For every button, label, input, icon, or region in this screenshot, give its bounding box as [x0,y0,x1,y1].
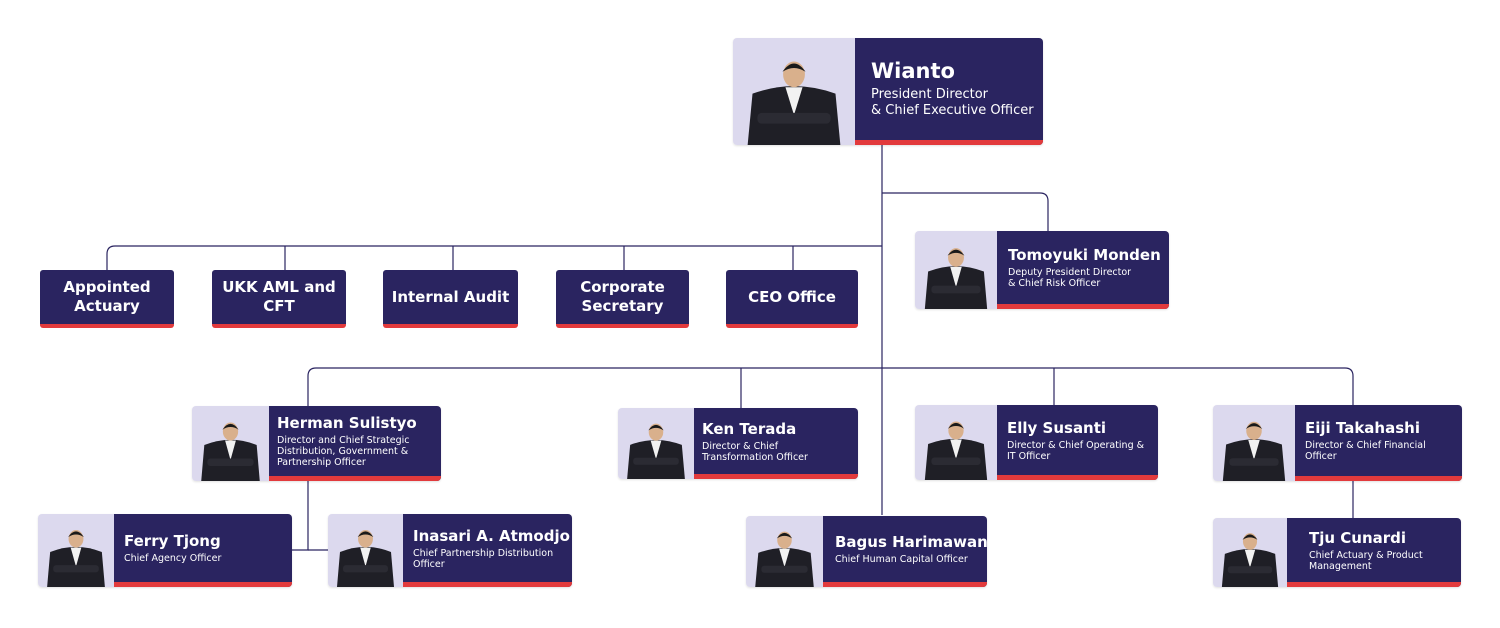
director-title: Director & Chief Financial Officer [1305,440,1426,462]
director-photo [915,405,997,480]
report-name: Bagus Harimawan [835,533,987,551]
report-info: Tju Cunardi Chief Actuary & Product Mana… [1287,518,1461,587]
person-silhouette-icon [924,248,988,309]
director-info: Ken Terada Director & Chief Transformati… [694,408,858,479]
director-name: Herman Sulistyo [277,414,417,432]
director-title: Director & Chief Operating & IT Officer [1007,439,1145,462]
ceo-title-line2: & Chief Executive Officer [871,103,1034,118]
director-card: Eiji Takahashi Director & Chief Financia… [1213,405,1462,481]
unit-ceo-office: CEO Office [726,270,858,328]
unit-ukk-aml-cft: UKK AML and CFT [212,270,346,328]
director-info: Elly Susanti Director & Chief Operating … [997,405,1158,480]
director-card: Ken Terada Director & Chief Transformati… [618,408,858,479]
deputy-title-line2: & Chief Risk Officer [1008,278,1101,289]
report-name: Ferry Tjong [124,532,221,550]
director-info: Herman Sulistyo Director and Chief Strat… [269,406,441,481]
report-photo [746,516,823,587]
report-title: Chief Human Capital Officer [835,554,968,565]
director-name: Elly Susanti [1007,418,1107,437]
director-title: Director & Chief Transformation Officer [702,440,808,463]
unit-internal-audit: Internal Audit [383,270,518,328]
report-card: Bagus Harimawan Chief Human Capital Offi… [746,516,987,587]
unit-appointed-actuary: Appointed Actuary [40,270,174,328]
director-photo [192,406,269,481]
director-card: Herman Sulistyo Director and Chief Strat… [192,406,441,481]
person-silhouette-icon [47,530,105,587]
report-name: Inasari A. Atmodjo [413,526,570,545]
director-name: Eiji Takahashi [1305,419,1420,437]
ceo-title-line1: President Director [871,87,988,102]
report-info: Bagus Harimawan Chief Human Capital Offi… [823,516,987,587]
person-silhouette-icon [924,421,988,480]
report-photo [1213,518,1287,587]
ceo-card: Wianto President Director & Chief Execut… [733,38,1043,145]
deputy-photo [915,231,997,309]
director-title: Director and Chief Strategic Distributio… [277,435,410,468]
report-photo [38,514,114,587]
director-name: Ken Terada [702,419,797,438]
person-silhouette-icon [337,530,394,587]
person-silhouette-icon [747,61,841,145]
director-info: Eiji Takahashi Director & Chief Financia… [1295,405,1462,481]
person-silhouette-icon [1221,533,1279,587]
report-title: Chief Actuary & Product Management [1309,549,1423,572]
report-card: Tju Cunardi Chief Actuary & Product Mana… [1213,518,1461,587]
deputy-title-line1: Deputy President Director [1008,267,1132,278]
report-name: Tju Cunardi [1309,528,1407,547]
ceo-photo [733,38,855,145]
report-photo [328,514,403,587]
report-card: Ferry Tjong Chief Agency Officer [38,514,292,587]
ceo-info: Wianto President Director & Chief Execut… [855,38,1043,145]
director-card: Elly Susanti Director & Chief Operating … [915,405,1158,480]
report-title: Chief Agency Officer [124,553,222,564]
deputy-name: Tomoyuki Monden [1008,246,1161,264]
person-silhouette-icon [201,422,260,481]
person-silhouette-icon [755,531,814,587]
report-card: Inasari A. Atmodjo Chief Partnership Dis… [328,514,572,587]
person-silhouette-icon [1222,421,1286,481]
report-info: Ferry Tjong Chief Agency Officer [114,514,292,587]
person-silhouette-icon [627,423,685,479]
unit-corporate-secretary: Corporate Secretary [556,270,689,328]
report-title: Chief Partnership Distribution Officer [413,547,554,570]
report-info: Inasari A. Atmodjo Chief Partnership Dis… [403,514,572,587]
director-photo [1213,405,1295,481]
ceo-name: Wianto [871,59,955,83]
deputy-card: Tomoyuki Monden Deputy President Directo… [915,231,1169,309]
deputy-info: Tomoyuki Monden Deputy President Directo… [997,231,1169,309]
director-photo [618,408,694,479]
